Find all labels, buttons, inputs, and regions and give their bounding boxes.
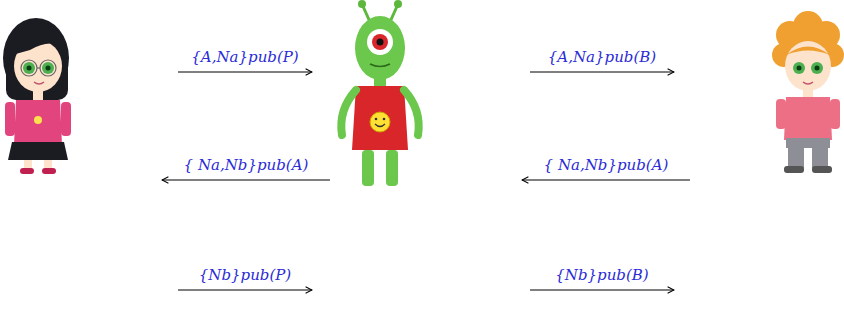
message-label: {A,Na}pub(B): [546, 48, 658, 66]
intruder-figure: [341, 0, 418, 186]
message-label: {Nb}pub(B): [553, 266, 650, 284]
message-label: {Nb}pub(P): [197, 266, 293, 284]
arrow: [178, 290, 312, 291]
arrow: [178, 72, 312, 73]
message-label: { Na,Nb}pub(A): [542, 156, 671, 174]
arrow: [522, 180, 690, 181]
girl-figure: [3, 18, 71, 174]
message-label: {A,Na}pub(P): [189, 48, 300, 66]
arrow: [530, 72, 674, 73]
boy-figure: [772, 11, 844, 173]
arrow: [162, 180, 330, 181]
message-arrows: [162, 72, 690, 290]
arrow: [530, 290, 674, 291]
message-label: { Na,Nb}pub(A): [182, 156, 311, 174]
